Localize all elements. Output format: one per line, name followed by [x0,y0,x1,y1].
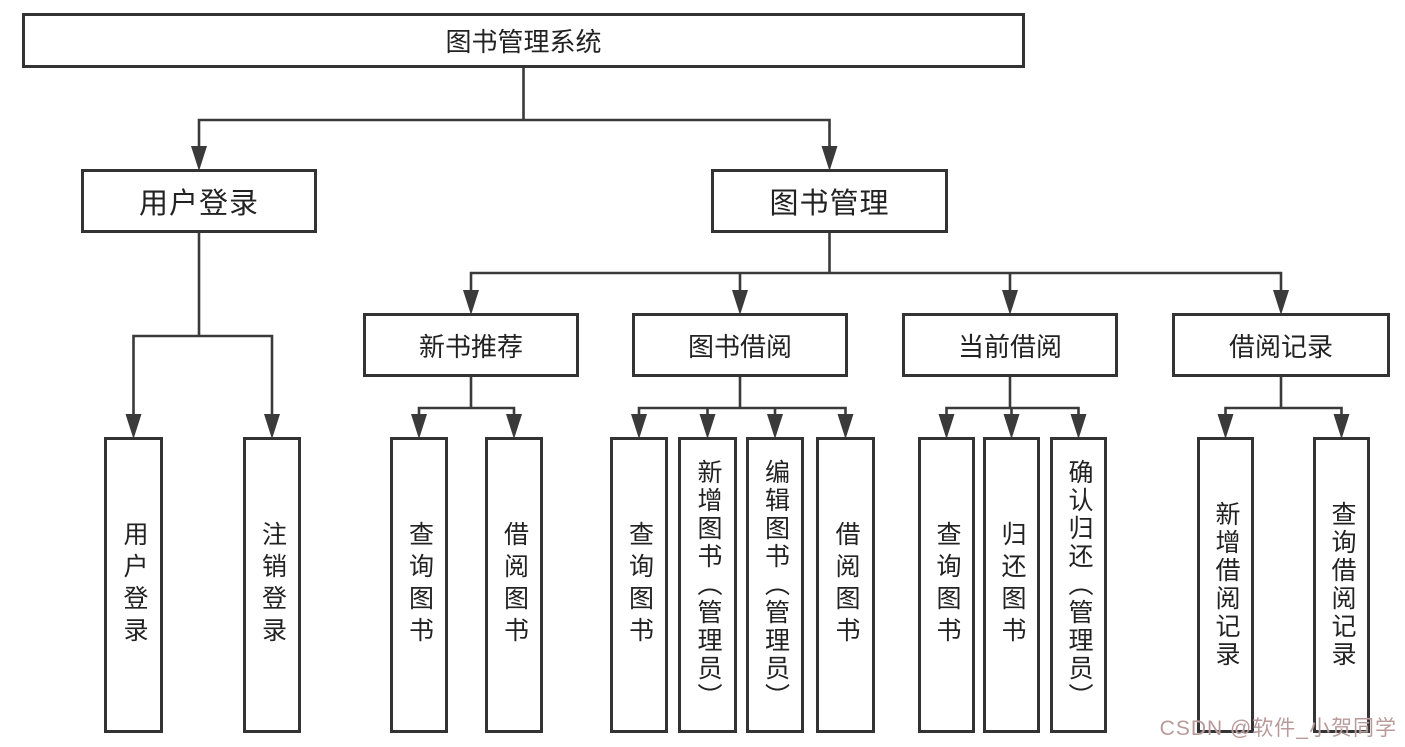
watermark-text: CSDN @软件_小贺同学 [1159,717,1397,740]
node-book-borrow-label: 图书借阅 [687,331,792,362]
node-root-box: 图书管理系统 [22,13,1025,68]
node-user-login-box: 用户登录 [81,169,317,233]
arrowhead-book-borrow-to-bb-edit [767,414,783,439]
node-bb-edit-label: 编辑图书（管理员） [761,459,790,711]
node-nb-borrow-box: 借阅图书 [485,437,543,733]
arrowhead-new-book-rec-to-nb-borrow [506,414,522,439]
node-borrow-records-label: 借阅记录 [1228,331,1333,362]
node-bb-borrow-label: 借阅图书 [832,521,860,649]
arrowhead-user-login-to-login [125,414,142,439]
node-br-query-label: 查询借阅记录 [1328,501,1356,669]
node-cb-return-box: 归还图书 [983,437,1040,733]
arrowhead-borrow-records-to-br-query [1333,414,1350,439]
node-logout-label: 注销登录 [258,521,287,649]
node-bb-add-box: 新增图书（管理员） [678,437,737,733]
node-cb-query-label: 查询图书 [933,521,961,649]
arrowhead-borrow-records-to-br-add [1217,414,1234,439]
node-current-borrow-box: 当前借阅 [902,313,1118,377]
arrowhead-book-borrow-to-bb-add [699,414,716,439]
arrowhead-user-login-to-logout [264,414,280,439]
arrowhead-book-mgmt-to-borrow-records [1273,290,1289,315]
node-cb-confirm-box: 确认归还（管理员） [1050,437,1107,733]
arrowhead-root-to-book-mgmt [821,146,838,171]
node-bb-query-box: 查询图书 [610,437,668,733]
node-logout-box: 注销登录 [243,437,301,733]
node-nb-query-label: 查询图书 [405,521,434,649]
node-login-label: 用户登录 [120,521,148,649]
node-bb-query-label: 查询图书 [625,521,654,649]
node-book-mgmt-label: 图书管理 [769,188,890,220]
node-new-book-rec-label: 新书推荐 [418,331,523,362]
node-br-query-box: 查询借阅记录 [1313,437,1370,733]
node-nb-query-box: 查询图书 [390,437,448,733]
arrowhead-book-borrow-to-bb-query [631,414,647,439]
node-user-login-label: 用户登录 [138,188,259,220]
tree-edges-path [132,66,1343,420]
arrowhead-current-borrow-to-cb-query [938,414,955,439]
node-cb-confirm-label: 确认归还（管理员） [1065,459,1093,711]
node-bb-add-label: 新增图书（管理员） [694,459,722,711]
arrowhead-book-mgmt-to-new-book-rec [463,290,479,315]
node-nb-borrow-label: 借阅图书 [500,521,529,649]
node-new-book-rec-box: 新书推荐 [363,313,579,377]
arrowhead-current-borrow-to-cb-return [1003,414,1020,439]
node-br-add-box: 新增借阅记录 [1197,437,1254,733]
node-bb-borrow-box: 借阅图书 [816,437,875,733]
node-current-borrow-label: 当前借阅 [957,331,1062,362]
node-book-mgmt-box: 图书管理 [711,169,948,233]
node-book-borrow-box: 图书借阅 [632,313,848,377]
node-br-add-label: 新增借阅记录 [1212,501,1240,669]
node-cb-query-box: 查询图书 [918,437,975,733]
node-login-box: 用户登录 [104,437,163,733]
arrowhead-new-book-rec-to-nb-query [411,414,427,439]
arrowhead-book-borrow-to-bb-borrow [837,414,854,439]
node-cb-return-label: 归还图书 [998,521,1026,649]
node-root-label: 图书管理系统 [445,27,602,57]
node-bb-edit-box: 编辑图书（管理员） [746,437,804,733]
arrowhead-current-borrow-to-cb-confirm [1070,414,1087,439]
arrowhead-root-to-user-login [191,146,207,171]
arrowhead-book-mgmt-to-book-borrow [732,290,748,315]
node-borrow-records-box: 借阅记录 [1172,313,1390,377]
arrowhead-book-mgmt-to-current-borrow [1002,290,1018,315]
